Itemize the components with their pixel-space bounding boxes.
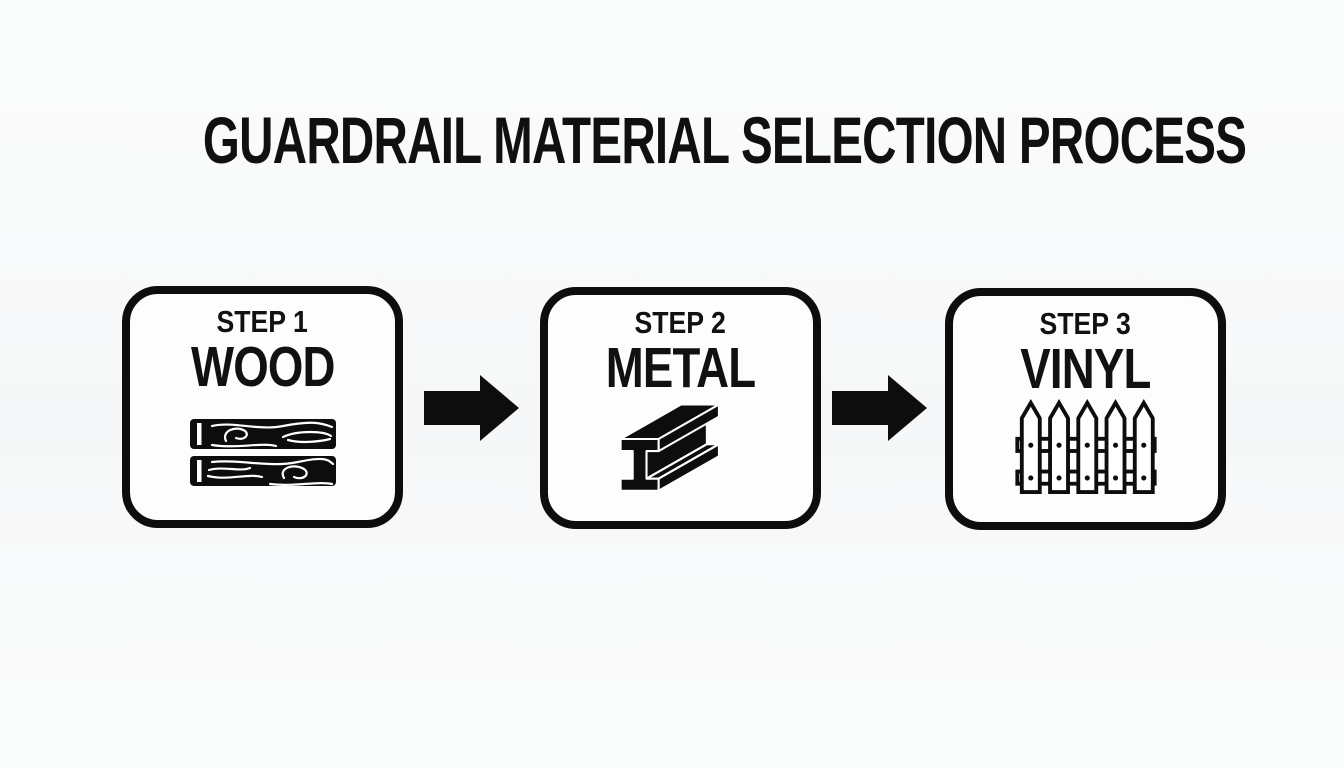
step-box-vinyl: STEP 3 VINYL bbox=[945, 288, 1226, 530]
wood-planks-icon bbox=[130, 418, 395, 488]
page-title: GUARDRAIL MATERIAL SELECTION PROCESS bbox=[0, 104, 1344, 176]
step-number-label: STEP 1 bbox=[216, 304, 309, 339]
steel-i-beam-icon bbox=[548, 400, 813, 497]
step-number-label: STEP 3 bbox=[1039, 306, 1132, 341]
step-number-label: STEP 2 bbox=[634, 305, 727, 340]
arrow-right-icon bbox=[832, 374, 928, 442]
arrow-right-icon bbox=[424, 374, 520, 442]
picket-fence-icon bbox=[953, 399, 1218, 494]
step-box-metal: STEP 2 METAL bbox=[540, 287, 821, 529]
material-label-wood: WOOD bbox=[190, 335, 336, 399]
material-label-metal: METAL bbox=[605, 336, 756, 400]
step-box-wood: STEP 1 WOOD bbox=[122, 286, 403, 528]
material-label-vinyl: VINYL bbox=[1020, 337, 1151, 401]
page-title-text: GUARDRAIL MATERIAL SELECTION PROCESS bbox=[202, 103, 1247, 177]
